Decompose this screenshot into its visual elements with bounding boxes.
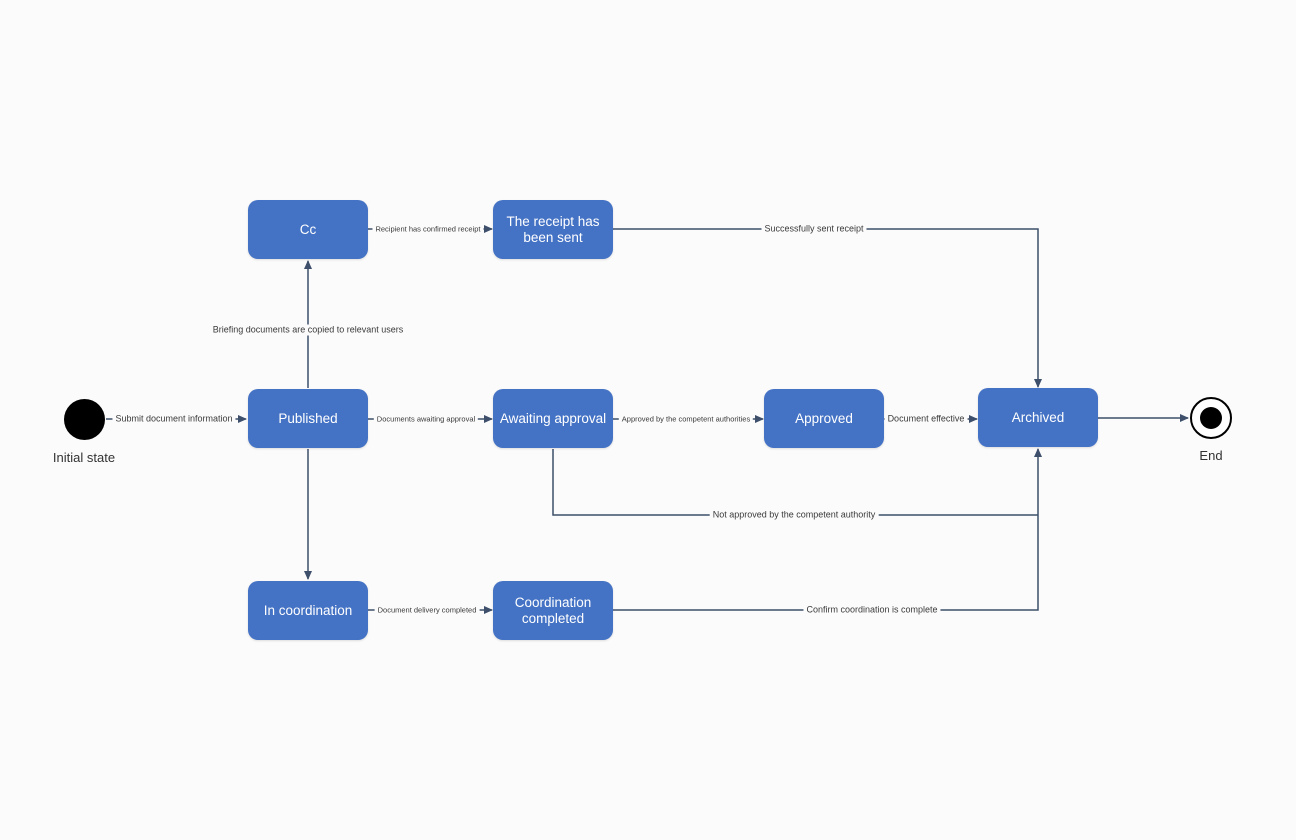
edge-label-confirmed-receipt: Recipient has confirmed receipt (372, 223, 484, 235)
state-cc-label: Cc (299, 221, 317, 237)
state-receipt-sent-label: The receipt has been sent (506, 213, 600, 245)
state-approved-label: Approved (795, 410, 853, 426)
initial-state-node (64, 399, 105, 440)
edge-label-effective: Document effective (884, 413, 968, 425)
initial-state-caption: Initial state (52, 450, 116, 465)
state-awaiting-approval[interactable]: Awaiting approval (493, 389, 613, 448)
end-state-caption: End (1199, 448, 1223, 463)
state-approved[interactable]: Approved (764, 389, 884, 448)
edge-receipt-to-archived (613, 228, 1042, 388)
state-cc[interactable]: Cc (248, 200, 368, 259)
state-coordination-completed[interactable]: Coordination completed (493, 581, 613, 640)
edge-label-approved-by: Approved by the competent authorities (618, 413, 754, 425)
state-in-coordination-label: In coordination (263, 602, 353, 618)
state-receipt-sent[interactable]: The receipt has been sent (493, 200, 613, 259)
end-state-node (1190, 397, 1232, 439)
state-archived-label: Archived (1011, 409, 1065, 425)
state-coordination-completed-label: Coordination completed (514, 594, 592, 626)
state-published[interactable]: Published (248, 389, 368, 448)
edge-label-sent-receipt: Successfully sent receipt (761, 223, 867, 235)
edge-label-submit: Submit document information (112, 413, 236, 425)
state-in-coordination[interactable]: In coordination (248, 581, 368, 640)
edge-label-confirm-coordination: Confirm coordination is complete (803, 604, 941, 616)
edge-label-awaiting: Documents awaiting approval (373, 413, 479, 425)
state-published-label: Published (278, 410, 338, 426)
end-state-core (1200, 407, 1222, 429)
state-archived[interactable]: Archived (978, 388, 1098, 447)
edge-completed-to-archived (613, 448, 1042, 611)
edge-label-delivery: Document delivery completed (374, 604, 480, 616)
edge-label-copied: Briefing documents are copied to relevan… (209, 324, 407, 336)
state-awaiting-approval-label: Awaiting approval (499, 410, 607, 426)
edge-awaiting-to-archived (552, 449, 1038, 516)
edge-label-not-approved: Not approved by the competent authority (709, 509, 879, 521)
